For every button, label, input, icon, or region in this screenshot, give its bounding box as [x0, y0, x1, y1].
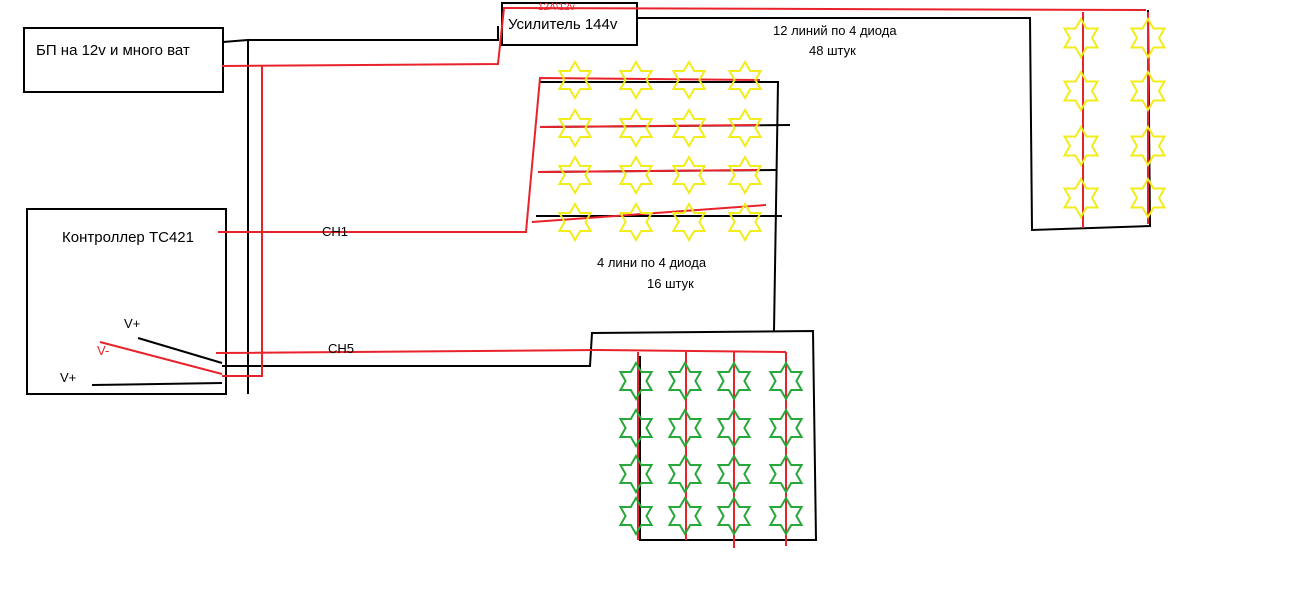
led-group-right — [1062, 17, 1167, 219]
middle-group-count-label: 4 лини по 4 диода — [597, 255, 707, 270]
power-supply-label: БП на 12v и много ват — [36, 42, 190, 59]
led-star-icon — [768, 361, 804, 401]
led-star-icon — [1062, 17, 1100, 59]
led-star-icon — [618, 496, 654, 536]
led-star-icon — [716, 361, 752, 401]
led-star-icon — [667, 361, 703, 401]
led-star-icon — [768, 408, 804, 448]
led-star-icon — [727, 60, 763, 100]
led-star-icon — [727, 108, 763, 148]
channel-ch1-label: CH1 — [322, 224, 348, 239]
led-star-icon — [768, 454, 804, 494]
terminal-v-plus-bottom: V+ — [60, 370, 76, 385]
led-star-icon — [671, 60, 707, 100]
led-star-icon — [618, 408, 654, 448]
led-star-icon — [1062, 125, 1100, 167]
led-star-icon — [671, 155, 707, 195]
right-group-total-label: 48 штук — [809, 43, 856, 58]
led-star-icon — [716, 408, 752, 448]
terminal-v-plus-top: V+ — [124, 316, 140, 331]
right-group-count-label: 12 линий по 4 диода — [773, 23, 897, 38]
led-star-icon — [557, 155, 593, 195]
led-star-icon — [716, 496, 752, 536]
led-star-icon — [1062, 70, 1100, 112]
controller-label: Контроллер TC421 — [62, 229, 194, 246]
led-star-icon — [1129, 70, 1167, 112]
led-star-icon — [618, 60, 654, 100]
led-star-icon — [1129, 17, 1167, 59]
led-star-icon — [1129, 125, 1167, 167]
amplifier-label: Усилитель 144v — [508, 16, 618, 33]
led-star-icon — [671, 108, 707, 148]
led-star-icon — [727, 202, 763, 242]
led-star-icon — [557, 202, 593, 242]
led-group-middle — [557, 60, 763, 242]
controller-box — [26, 208, 227, 395]
led-star-icon — [618, 361, 654, 401]
led-star-icon — [557, 60, 593, 100]
led-star-icon — [1062, 177, 1100, 219]
led-star-icon — [716, 454, 752, 494]
led-star-icon — [618, 202, 654, 242]
led-star-icon — [671, 202, 707, 242]
led-star-icon — [557, 108, 593, 148]
led-star-icon — [727, 155, 763, 195]
power-supply-box — [23, 27, 224, 93]
led-star-icon — [618, 454, 654, 494]
led-star-icon — [667, 454, 703, 494]
led-star-icon — [618, 155, 654, 195]
middle-group-total-label: 16 штук — [647, 276, 694, 291]
channel-ch5-label: CH5 — [328, 341, 354, 356]
led-star-icon — [618, 108, 654, 148]
led-star-icon — [667, 496, 703, 536]
led-star-icon — [1129, 177, 1167, 219]
led-group-bottom — [618, 361, 804, 536]
terminal-v-minus: V- — [97, 343, 109, 358]
led-star-icon — [768, 496, 804, 536]
led-star-icon — [667, 408, 703, 448]
